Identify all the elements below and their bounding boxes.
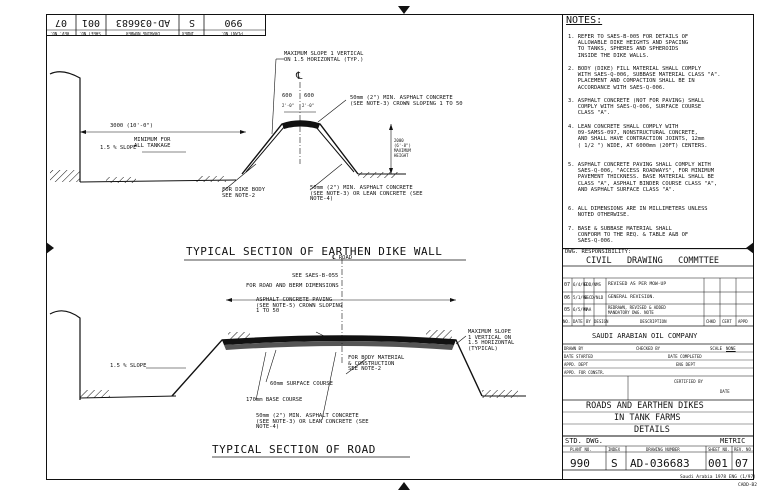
dike-height-label: 2000 (6'-8") MAXIMUM HEIGHT: [394, 138, 411, 158]
dike-body-label: FOR DIKE BODY SEE NOTE-2: [222, 187, 266, 199]
tb-rev-no: 07: [735, 457, 749, 470]
rev-header-cert: CERT: [722, 319, 732, 324]
dike-centerline-symbol: ℄: [296, 71, 303, 82]
road-body-material-label: FOR BODY MATERIAL & CONSTRUCTION SEE NOT…: [348, 355, 405, 372]
tb-index: S: [611, 457, 618, 470]
dike-asphalt-cap: [282, 121, 320, 129]
top-marker: [398, 6, 410, 14]
tb-label-sheet: SHEET NO.: [708, 447, 730, 452]
notes-column: [562, 14, 754, 480]
note-6: 6. ALL DIMENSIONS ARE IN MILLIMETERS UNL…: [568, 206, 708, 219]
title-block-grid: [562, 248, 754, 471]
rev-header-description: DESCRIPTION: [640, 319, 667, 324]
tank-foundation-hatch: [50, 170, 80, 182]
road-see-saes: SEE SAES-B-055: [292, 273, 339, 279]
rev-row-2-desc: GENERAL REVISION.: [608, 295, 656, 300]
scale-label: SCALE: [710, 346, 723, 351]
footer-cadd: CADD-B2: [738, 483, 757, 488]
tb-label-index: INDEX: [608, 447, 621, 452]
company-name: SAUDI ARABIAN OIL COMPANY: [592, 332, 698, 340]
note-7: 7. BASE & SUBBASE MATERIAL SHALL CONFORM…: [568, 226, 689, 245]
committee-name: CIVIL DRAWING COMMTTEE: [586, 256, 720, 266]
tb-label-plant: PLANT NO.: [570, 447, 592, 452]
rev-row-3-desc: REDRAWN, REVISED & ADDED MANDATORY DWG. …: [608, 305, 666, 315]
tb-label-dwg: DRAWING NUMBER: [646, 447, 680, 452]
rev-row-2-by: SSCD/NLD: [584, 295, 604, 300]
dike-asphalt-top-label: 50mm (2") MIN. ASPHALT CONCRETE (SEE NOT…: [350, 95, 463, 107]
dike-section-title: TYPICAL SECTION OF EARTHEN DIKE WALL: [186, 245, 443, 258]
inverted-header: 07 001 AD-036683 S 990 REV. NO. SHEET NO…: [46, 14, 266, 36]
road-asphalt-lean-label: 50mm (2") MIN. ASPHALT CONCRETE (SEE NOT…: [256, 413, 369, 430]
road-base-layer: [224, 341, 454, 350]
rev-header-chkd: CHKD: [706, 319, 716, 324]
road-slope-label: 1.5 % SLOPE: [110, 363, 147, 369]
road-paving-label: ASPHALT CONCRETE PAVING (SEE NOTE-5) CRO…: [256, 297, 343, 314]
note-3: 3. ASPHALT CONCRETE (NOT FOR PAVING) SHA…: [568, 98, 705, 117]
dike-dim-3000: 3000 (10'-0"): [110, 123, 154, 129]
inverted-header-grid: [46, 14, 266, 36]
scale-value: NONE: [726, 346, 736, 351]
rev-header-design: DESIGN: [594, 319, 609, 324]
date-label: DATE: [720, 389, 730, 394]
note-2: 2. BODY (DIKE) FILL MATERIAL SHALL COMPL…: [568, 66, 721, 91]
dike-dim-ft-right: 2'-0": [302, 103, 315, 108]
dike-max-slope-label: MAXIMUM SLOPE 1 VERTICAL ON 1.5 HORIZONT…: [284, 51, 364, 63]
note-4: 4. LEAN CONCRETE SHALL COMPLY WITH 09-SA…: [568, 124, 708, 149]
road-tank-outline: [49, 310, 81, 400]
dwg-responsibility-label: DWG. RESPONSIBILITY:: [565, 249, 632, 255]
notes-title: NOTES:: [566, 15, 603, 26]
tb-plant-no: 990: [570, 457, 590, 470]
dike-dim-600-left: 600: [282, 93, 292, 99]
appd-for-constr-label: APPD. FOR CONSTR.: [564, 370, 605, 375]
rev-header-no: NO.: [563, 319, 571, 324]
rev-row-2-date: 5/1/98: [573, 295, 588, 300]
appd-dept-label: APPD. DEPT: [564, 362, 589, 367]
tb-sheet-no: 001: [708, 457, 728, 470]
eng-dept-label: ENG DEPT: [676, 362, 696, 367]
rev-header-date: DATE: [573, 319, 583, 324]
rev-row-1-by: EDD/NMS: [584, 282, 601, 287]
dike-dim-ft-left: 2'-0": [282, 103, 295, 108]
rev-row-2-no: 06: [564, 295, 571, 301]
road-cl-label: ℄ ROAD: [332, 255, 353, 261]
rev-row-1-desc: REVISED AS PER MOW-UP: [608, 282, 667, 287]
dwg-title-line-3: DETAILS: [634, 425, 670, 435]
rev-header-appd: APPD: [738, 319, 748, 324]
dike-min-tankage: MINIMUM FOR ALL TANKAGE: [134, 137, 171, 149]
rev-row-1-no: 07: [564, 282, 571, 288]
road-surface-course-label: 60mm SURFACE COURSE: [270, 381, 333, 387]
dike-asphalt-bottom-label: 50mm (2") MIN. ASPHALT CONCRETE (SEE NOT…: [310, 185, 423, 202]
std-dwg-label: STD. DWG.: [565, 437, 603, 445]
date-completed-label: DATE COMPLETED: [668, 354, 702, 359]
tb-drawing-number: AD-036683: [630, 457, 690, 470]
footer-form: Saudi Arabia 1978 ENG (1/97): [680, 475, 756, 480]
drawn-by-label: DRAWN BY: [564, 346, 584, 351]
left-marker: [46, 242, 54, 254]
rev-row-3-by: MAA: [584, 307, 592, 312]
road-berm-label: FOR ROAD AND BERM DIMENSIONS: [246, 283, 339, 289]
rev-row-3-no: 05: [564, 307, 571, 313]
note-1: 1. REFER TO SAES-B-005 FOR DETAILS OF AL…: [568, 34, 689, 59]
rev-row-3-date: 6/5/93: [573, 307, 588, 312]
dike-slope-label: 1.5 % SLOPE: [100, 145, 137, 151]
dike-dim-600-right: 600: [304, 93, 314, 99]
dwg-title-line-2: IN TANK FARMS: [614, 413, 681, 423]
rev-header-by: BY: [586, 319, 591, 324]
dwg-title-line-1: ROADS AND EARTHEN DIKES: [586, 401, 704, 411]
rev-row-1-date: 6/4/97: [573, 282, 588, 287]
road-asphalt-layer: [222, 336, 456, 345]
bottom-marker: [398, 482, 410, 490]
section-drawings: [49, 58, 526, 458]
road-section-title: TYPICAL SECTION OF ROAD: [212, 443, 376, 456]
certified-by-label: CERTIFIED BY: [674, 379, 703, 384]
tank-outline: [49, 71, 81, 182]
road-base-course-label: 170mm BASE COURSE: [246, 397, 303, 403]
road-max-slope-label: MAXIMUM SLOPE 1 VERTICAL ON 1.5 HORIZONT…: [468, 329, 515, 352]
tb-label-rev: REV. NO.: [734, 447, 754, 452]
date-started-label: DATE STARTED: [564, 354, 593, 359]
note-5: 5. ASPHALT CONCRETE PAVING SHALL COMPLY …: [568, 162, 718, 193]
checked-by-label: CHECKED BY: [636, 346, 661, 351]
metric-label: METRIC: [720, 437, 746, 445]
